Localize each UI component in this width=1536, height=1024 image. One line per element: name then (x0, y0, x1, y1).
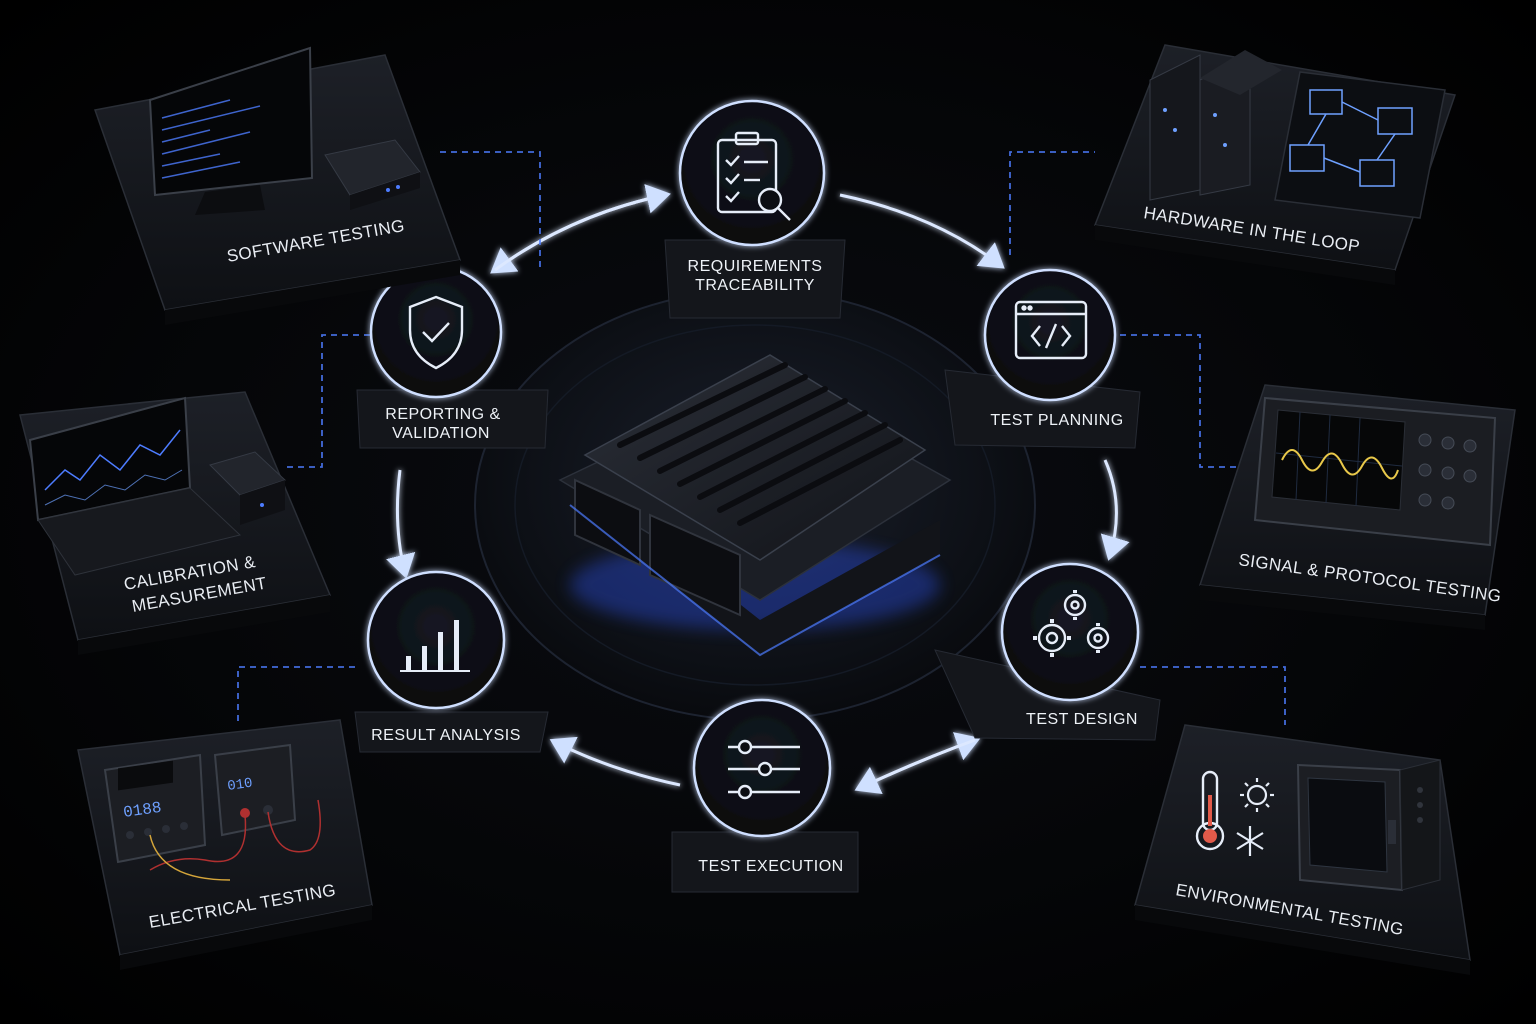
climate-chamber-icon (1296, 759, 1441, 892)
cycle-arrows (386, 184, 1130, 794)
stage-test-planning[interactable]: TEST PLANNING (944, 268, 1141, 449)
stage-test-execution[interactable]: TEST EXECUTION (671, 698, 859, 893)
psu-right-readout: 010 (226, 776, 253, 795)
dashed-connectors (237, 151, 1286, 725)
control-box-icon (324, 139, 421, 210)
stage-label-line1: REQUIREMENTS (688, 258, 823, 275)
ecu-connectors (574, 478, 741, 617)
stage-requirements[interactable]: REQUIREMENTS TRACEABILITY (664, 99, 846, 319)
station-environmental-testing[interactable]: ENVIRONMENTAL TESTING (1134, 724, 1471, 975)
thermometer-icon (1195, 770, 1225, 851)
sliders-icon (728, 739, 800, 800)
measurement-box-icon (209, 451, 286, 525)
station-software-testing[interactable]: SOFTWARE TESTING (94, 46, 462, 325)
block-diagram-icon (1274, 71, 1446, 219)
stage-label-line2: VALIDATION (392, 425, 490, 442)
sun-icon (1240, 778, 1274, 812)
station-electrical-testing[interactable]: 0188 010 ELECTRICAL TESTING (77, 719, 373, 970)
snowflake-icon (1236, 826, 1264, 856)
stage-label-line1: REPORTING & (385, 406, 500, 423)
oscilloscope-icon (1253, 396, 1497, 547)
psu-left-readout: 0188 (122, 799, 163, 822)
ecu-device (558, 354, 952, 657)
stage-result-analysis[interactable]: RESULT ANALYSIS (354, 570, 549, 753)
stage-test-design[interactable]: TEST DESIGN (934, 562, 1161, 741)
test-leads (149, 799, 321, 881)
power-supply-left-icon: 0188 (103, 753, 207, 864)
gears-icon (1033, 590, 1110, 657)
bar-chart-icon (400, 620, 470, 672)
station-hardware-in-the-loop[interactable]: HARDWARE IN THE LOOP (1093, 44, 1456, 285)
server-rack-icon (1149, 50, 1282, 201)
station-signal-protocol-testing[interactable]: SIGNAL & PROTOCOL TESTING (1199, 384, 1516, 630)
stage-label-line1: TEST PLANNING (990, 412, 1123, 429)
monitor-icon (148, 46, 314, 215)
stage-reporting-validation[interactable]: REPORTING & VALIDATION (356, 265, 549, 449)
laptop-icon (28, 396, 242, 576)
stage-label-line1: TEST DESIGN (1026, 711, 1138, 728)
shield-check-icon (408, 295, 464, 370)
code-window-icon (1014, 300, 1088, 360)
stage-label-line1: RESULT ANALYSIS (371, 727, 521, 744)
heatsink-fins (617, 362, 903, 526)
power-supply-right-icon: 010 (213, 743, 297, 837)
station-calibration-measurement[interactable]: CALIBRATION & MEASUREMENT (19, 391, 332, 655)
stage-label-line1: TEST EXECUTION (698, 858, 843, 875)
stage-label-line2: TRACEABILITY (695, 277, 815, 294)
clipboard-checklist-magnifier-icon (716, 131, 791, 221)
